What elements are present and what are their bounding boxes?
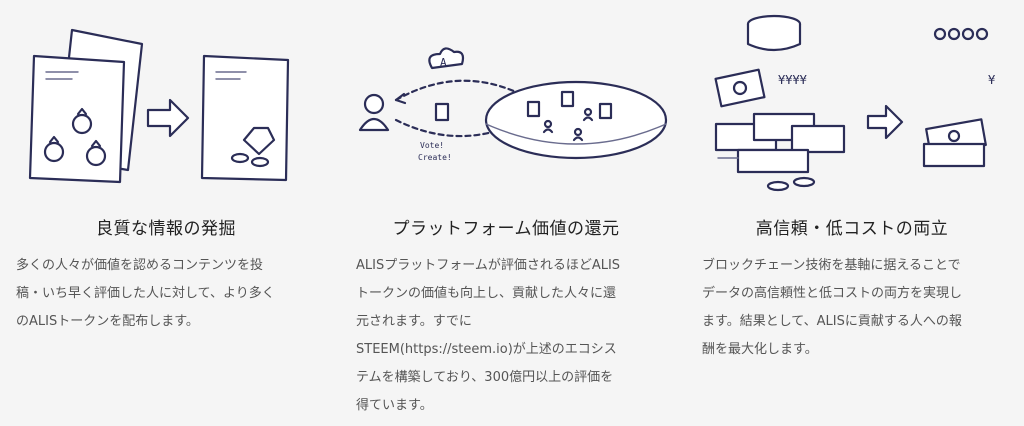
description-line: テムを構築しており、300億円以上の評価を bbox=[356, 370, 614, 385]
money-bag-icon bbox=[43, 135, 65, 163]
description-line: ALISプラットフォームが評価されるほどALIS bbox=[356, 258, 621, 273]
cash-stack-icon bbox=[714, 112, 846, 192]
token-label: A bbox=[440, 56, 447, 69]
feature-platform-value: A Vote! Create! プラットフォーム価値の還元 bbox=[356, 0, 676, 426]
description-line: ブロックチェーン技術を基軸に据えることで bbox=[702, 258, 961, 273]
database-icon bbox=[746, 14, 802, 52]
description-line: STEEM(https://steem.io)が上述のエコシス bbox=[356, 342, 617, 357]
description-line: ます。結果として、ALISに貢献する人への報 bbox=[702, 314, 962, 329]
description-line: 稿・いち早く評価した人に対して、より多く bbox=[16, 286, 275, 301]
description-line: 元されます。すでに bbox=[356, 314, 472, 329]
feature-reliability-cost: ¥¥¥¥ ¥ bbox=[702, 0, 1022, 426]
feature-description: ブロックチェーン技術を基軸に据えることで データの高信頼性と低コストの両方を実現… bbox=[702, 252, 1002, 364]
platform-cycle-icon: A Vote! Create! bbox=[358, 47, 668, 162]
arrow-right-icon bbox=[866, 104, 904, 140]
description-line: データの高信頼性と低コストの両方を実現し bbox=[702, 286, 963, 301]
document-icon bbox=[434, 102, 450, 122]
documents-to-reward-icon bbox=[28, 28, 290, 184]
feature-title: 良質な情報の発掘 bbox=[96, 219, 236, 239]
feature-description: 多くの人々が価値を認めるコンテンツを投 稿・いち早く評価した人に対して、より多く… bbox=[16, 252, 316, 336]
money-bag-icon bbox=[71, 107, 93, 135]
feature-description: ALISプラットフォームが評価されるほどALIS トークンの価値も向上し、貢献し… bbox=[356, 252, 656, 420]
alis-token-icon: A bbox=[428, 47, 465, 70]
feature-title: プラットフォーム価値の還元 bbox=[392, 219, 620, 239]
yen-label: ¥ bbox=[988, 73, 996, 87]
description-line: 多くの人々が価値を認めるコンテンツを投 bbox=[16, 258, 264, 273]
feature-quality-discovery: 良質な情報の発掘 多くの人々が価値を認めるコンテンツを投 稿・いち早く評価した人… bbox=[16, 0, 336, 426]
description-line: のALISトークンを配布します。 bbox=[16, 314, 199, 329]
feature-title: 高信頼・低コストの両立 bbox=[755, 219, 949, 239]
description-line: トークンの価値も向上し、貢献した人々に還 bbox=[356, 286, 617, 301]
description-line: 酬を最大化します。 bbox=[702, 342, 818, 357]
person-icon bbox=[358, 93, 390, 132]
arrow-right-icon bbox=[146, 98, 190, 138]
vote-label: Vote! bbox=[420, 141, 444, 150]
money-bag-icon bbox=[85, 139, 107, 167]
create-label: Create! bbox=[418, 153, 452, 162]
yen-label: ¥¥¥¥ bbox=[778, 73, 808, 87]
gears-icon bbox=[933, 27, 989, 41]
treasure-icon bbox=[230, 126, 276, 168]
cash-stack-small-icon bbox=[922, 118, 987, 168]
platform-icon bbox=[484, 80, 668, 160]
description-line: 得ています。 bbox=[356, 398, 433, 413]
cost-reduction-icon: ¥¥¥¥ ¥ bbox=[714, 14, 996, 192]
banknote-icon bbox=[714, 68, 766, 108]
